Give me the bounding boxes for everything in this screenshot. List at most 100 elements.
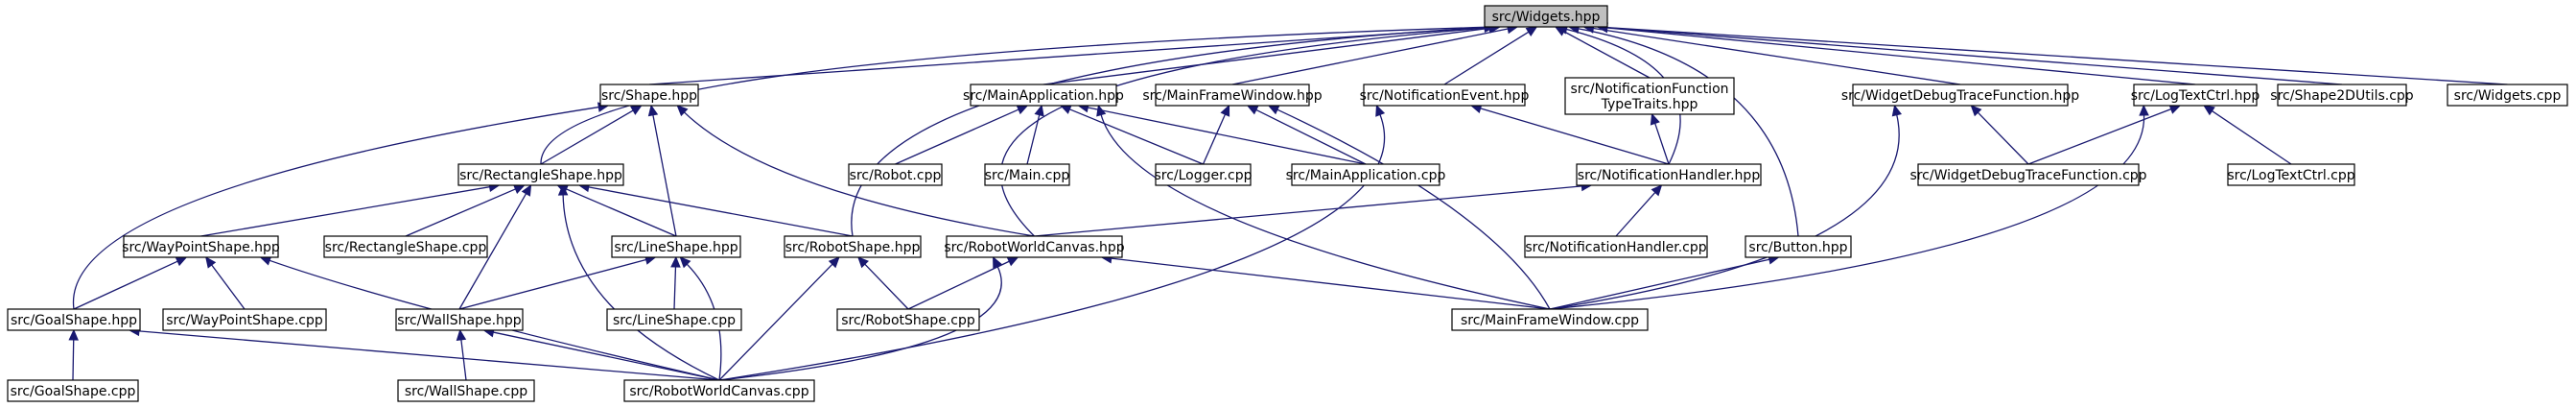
arrowhead xyxy=(456,328,467,342)
node-waypoint-cpp[interactable]: src/WayPointShape.cpp xyxy=(162,308,327,331)
node-box xyxy=(162,308,327,331)
arrowhead xyxy=(1970,105,1982,117)
node-button-hpp[interactable]: src/Button.hpp xyxy=(1745,235,1852,258)
edge-waypoint_cpp-to-waypoint_hpp xyxy=(211,264,246,310)
node-notifevent-hpp[interactable]: src/NotificationEvent.hpp xyxy=(1360,84,1530,107)
node-widgetdebug-cpp[interactable]: src/WidgetDebugTraceFunction.cpp xyxy=(1909,163,2147,186)
node-box xyxy=(2447,84,2568,107)
edge-notifhandler_hpp-to-notifevent_hpp xyxy=(1480,108,1670,165)
node-lineshape-cpp[interactable]: src/LineShape.cpp xyxy=(606,308,742,331)
node-label: src/Logger.cpp xyxy=(1154,168,1252,183)
node-label: src/LogTextCtrl.hpp xyxy=(2131,88,2260,104)
edge-mainapp_cpp-to-mainframe_hpp xyxy=(1255,108,1367,165)
node-label: src/NotificationFunction xyxy=(1570,82,1728,97)
edge-widgetdebug_hpp-to-widgets_hpp xyxy=(1593,27,1961,85)
edge-robotshape_hpp-to-widgets_hpp xyxy=(851,26,1486,237)
node-mainframe-hpp[interactable]: src/MainFrameWindow.hpp xyxy=(1142,84,1323,107)
edge-lineshape_hpp-to-rectshape_hpp xyxy=(566,188,677,237)
node-box xyxy=(7,379,139,402)
edge-mainframe_cpp-to-robotworld_hpp xyxy=(1111,257,1551,310)
node-box xyxy=(1484,5,1608,28)
edge-mainframe_cpp-to-mainframe_hpp xyxy=(1276,108,1551,310)
node-box xyxy=(1745,235,1852,258)
node-wallshape-hpp[interactable]: src/WallShape.hpp xyxy=(395,308,524,331)
node-box xyxy=(2133,84,2258,107)
arrowhead xyxy=(521,183,532,197)
node-main-cpp[interactable]: src/Main.cpp xyxy=(984,163,1070,186)
node-box xyxy=(123,235,279,258)
node-mainapp-hpp[interactable]: src/MainApplication.hpp xyxy=(963,84,1124,107)
node-label: src/NotificationHandler.hpp xyxy=(1578,168,1761,183)
node-label: src/WayPointShape.hpp xyxy=(122,240,280,255)
node-robotworld-cpp[interactable]: src/RobotWorldCanvas.cpp xyxy=(623,379,815,402)
node-shape2d-cpp[interactable]: src/Shape2DUtils.cpp xyxy=(2270,84,2414,107)
arrowhead xyxy=(647,104,659,117)
node-box xyxy=(1451,308,1649,331)
node-logtext-hpp[interactable]: src/LogTextCtrl.hpp xyxy=(2131,84,2260,107)
arrowhead xyxy=(828,256,840,269)
node-box xyxy=(1576,163,1762,186)
node-lineshape-hpp[interactable]: src/LineShape.hpp xyxy=(611,235,741,258)
arrowhead xyxy=(857,256,869,269)
node-rectshape-cpp[interactable]: src/RectangleShape.cpp xyxy=(323,235,488,258)
node-robot-cpp[interactable]: src/Robot.cpp xyxy=(848,163,943,186)
node-label: src/Button.hpp xyxy=(1748,240,1847,255)
node-box xyxy=(2227,163,2355,186)
node-box xyxy=(599,84,699,107)
edge-notifevent_hpp-to-widgets_hpp xyxy=(1443,31,1530,85)
node-logtext-cpp[interactable]: src/LogTextCtrl.cpp xyxy=(2227,163,2355,186)
arrowhead xyxy=(670,255,681,268)
node-wallshape-cpp[interactable]: src/WallShape.cpp xyxy=(397,379,535,402)
node-notifhandler-cpp[interactable]: src/NotificationHandler.cpp xyxy=(1524,235,1708,258)
node-label: src/Widgets.cpp xyxy=(2454,88,2562,104)
edge-lineshape_cpp-to-lineshape_hpp xyxy=(673,266,677,310)
node-waypoint-hpp[interactable]: src/WayPointShape.hpp xyxy=(122,235,280,258)
node-box xyxy=(606,308,742,331)
arrowhead xyxy=(2203,105,2215,116)
edge-logger_cpp-to-mainapp_hpp xyxy=(1069,108,1204,165)
node-box xyxy=(784,235,922,258)
node-shape-hpp[interactable]: src/Shape.hpp xyxy=(599,84,699,107)
node-widgets-hpp[interactable]: src/Widgets.hpp xyxy=(1484,5,1608,28)
arrowhead xyxy=(630,105,643,115)
node-mainframe-cpp[interactable]: src/MainFrameWindow.cpp xyxy=(1451,308,1649,331)
node-label: src/NotificationHandler.cpp xyxy=(1525,240,1706,255)
node-goalshape-cpp[interactable]: src/GoalShape.cpp xyxy=(7,379,139,402)
node-label: src/Shape.hpp xyxy=(601,88,697,104)
edge-wallshape_cpp-to-wallshape_hpp xyxy=(460,339,467,381)
arrowhead xyxy=(676,105,689,117)
node-mainapp-cpp[interactable]: src/MainApplication.cpp xyxy=(1286,163,1446,186)
node-label: TypeTraits.hpp xyxy=(1601,97,1698,112)
node-label: src/Widgets.hpp xyxy=(1492,10,1601,25)
node-label: src/WallShape.cpp xyxy=(405,384,527,399)
node-box xyxy=(836,308,980,331)
node-label: src/WayPointShape.cpp xyxy=(166,313,323,328)
node-label: src/GoalShape.cpp xyxy=(11,384,136,399)
node-widgets-cpp[interactable]: src/Widgets.cpp xyxy=(2447,84,2568,107)
node-widgetdebug-hpp[interactable]: src/WidgetDebugTraceFunction.hpp xyxy=(1841,84,2079,107)
node-logger-cpp[interactable]: src/Logger.cpp xyxy=(1154,163,1253,186)
node-label: src/RobotShape.cpp xyxy=(841,313,975,328)
arrowhead xyxy=(557,183,569,196)
node-robotworld-hpp[interactable]: src/RobotWorldCanvas.hpp xyxy=(944,235,1125,258)
edge-mainapp_hpp-to-widgets_hpp xyxy=(1042,27,1491,85)
edge-mainframe_cpp-to-widgetdebug_hpp xyxy=(1549,114,1900,310)
edge-main_cpp-to-mainapp_hpp xyxy=(1026,114,1041,165)
edge-widgetdebug_cpp-to-widgetdebug_hpp xyxy=(1977,111,2029,165)
node-box xyxy=(1291,163,1440,186)
edge-rectshape_hpp-to-shape_hpp xyxy=(540,109,634,165)
edge-mainframe_cpp-to-mainapp_hpp xyxy=(1100,114,1551,310)
node-label: src/Robot.cpp xyxy=(850,168,942,183)
edge-mainframe_cpp-to-logtext_hpp xyxy=(1549,114,2145,310)
edge-goalshape_hpp-to-waypoint_hpp xyxy=(73,260,178,310)
edge-shape_hpp-to-widgets_hpp xyxy=(648,27,1486,85)
node-label: src/WidgetDebugTraceFunction.cpp xyxy=(1909,168,2146,183)
edge-robotworld_cpp-to-goalshape_hpp xyxy=(138,330,720,381)
node-robotshape-hpp[interactable]: src/RobotShape.hpp xyxy=(784,235,922,258)
edge-robotworld_cpp-to-robotshape_hpp xyxy=(718,263,833,381)
node-goalshape-hpp[interactable]: src/GoalShape.hpp xyxy=(7,308,141,331)
node-notifhandler-hpp[interactable]: src/NotificationHandler.hpp xyxy=(1576,163,1762,186)
node-rectshape-hpp[interactable]: src/RectangleShape.hpp xyxy=(457,163,624,186)
node-robotshape-cpp[interactable]: src/RobotShape.cpp xyxy=(836,308,980,331)
